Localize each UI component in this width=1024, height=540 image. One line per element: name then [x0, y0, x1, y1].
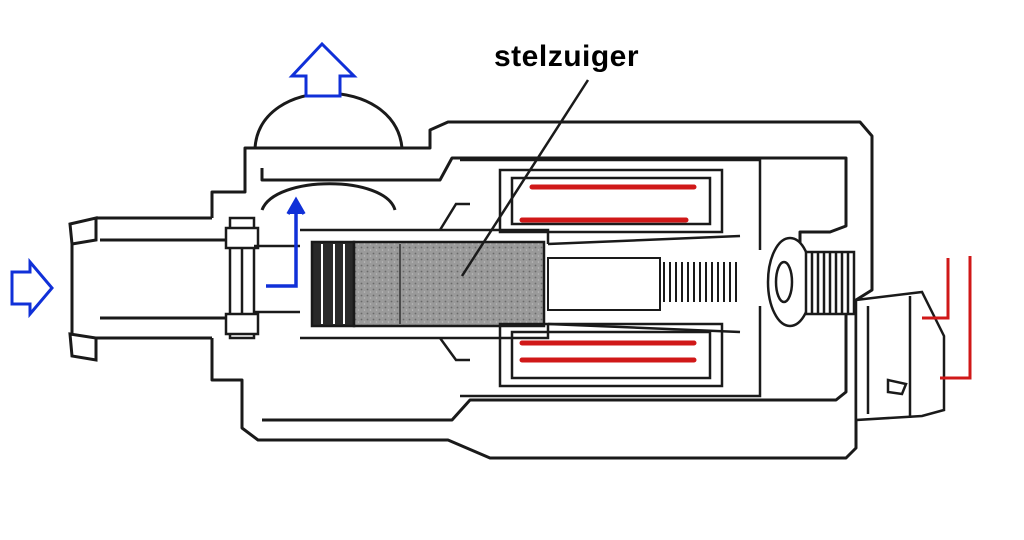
piston-bore	[300, 202, 550, 362]
power-wires	[922, 256, 972, 380]
piston	[310, 240, 546, 328]
return-spring	[547, 257, 737, 311]
coil-windings	[519, 184, 697, 363]
electrical-connector	[854, 290, 946, 422]
rear-plug	[766, 236, 856, 328]
inlet-valve	[224, 216, 300, 340]
outlet-arrow-icon	[288, 41, 358, 98]
pump-housing	[210, 91, 874, 460]
internal-flow-path	[266, 196, 306, 288]
inlet-nozzle	[68, 216, 230, 362]
solenoid	[460, 158, 762, 398]
inlet-arrow-icon	[10, 257, 54, 319]
piston-callout-label: stelzuiger	[494, 40, 640, 73]
callout-leader	[460, 79, 590, 277]
flow-arrows	[10, 41, 358, 319]
